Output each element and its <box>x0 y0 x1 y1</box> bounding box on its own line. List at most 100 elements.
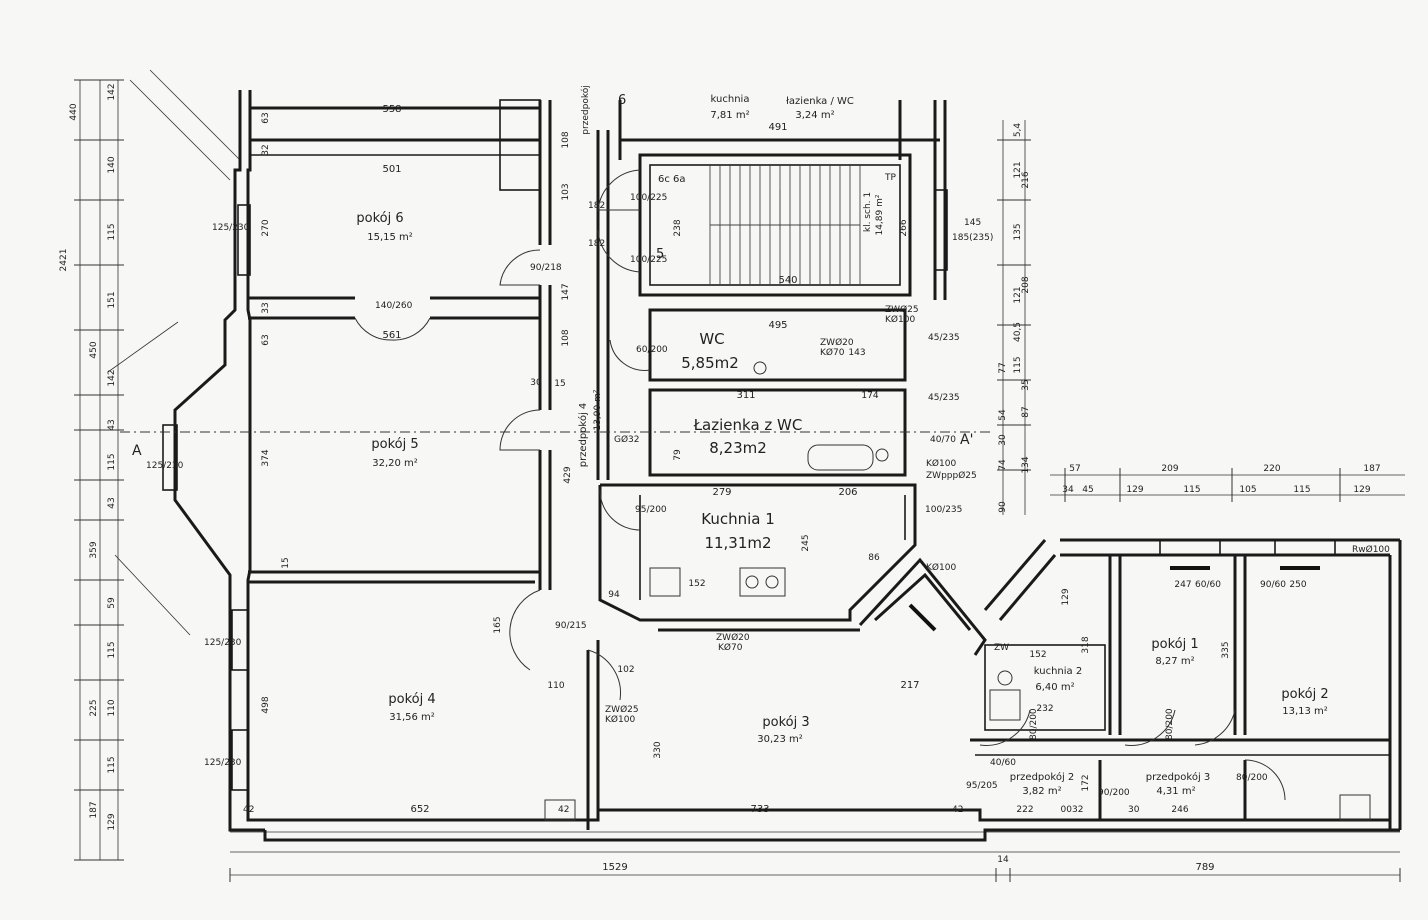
room-name-przedpokoj-top: przedpokój <box>580 85 591 135</box>
label-kw2: KØ70 <box>820 347 845 358</box>
dim-652: 652 <box>410 804 429 815</box>
room-area-klatka: 14,89 m² <box>875 194 885 235</box>
dim-r57: 57 <box>1069 464 1080 474</box>
room-name-kuchnia2: kuchnia 2 <box>1034 666 1082 677</box>
dim-door-90-60: 90/60 <box>1260 580 1286 590</box>
dim-door-140-260: 140/260 <box>375 301 413 311</box>
dim-232: 232 <box>1036 704 1053 714</box>
dimension-labels: 1529 789 14 42 652 42 733 42 222 30 246 … <box>59 83 1390 873</box>
dim-door-80-200b: 80/200 <box>1165 708 1175 740</box>
dim-right-35: 35 <box>1021 379 1031 390</box>
room-name-lazienka-top: łazienka / WC <box>786 96 854 107</box>
dim-door-80-200c: 80/200 <box>1236 773 1268 783</box>
room-name-pokoj5: pokój 5 <box>371 437 418 452</box>
dim-right-87: 87 <box>1021 406 1031 417</box>
dim-r34: 34 <box>1062 485 1074 495</box>
dim-right-74: 74 <box>998 459 1008 471</box>
dim-door-90-200: 90/200 <box>1098 788 1130 798</box>
dim-v33: 33 <box>261 302 271 313</box>
dim-v79: 79 <box>673 449 683 461</box>
dimension-lines <box>74 69 1405 882</box>
dim-left-142b: 142 <box>107 369 117 386</box>
dim-right-121a: 121 <box>1013 161 1023 178</box>
room-area-pokoj4: 31,56 m² <box>389 712 435 723</box>
dim-r129a: 129 <box>1126 485 1143 495</box>
room-name-kuchnia-top: kuchnia <box>711 94 750 105</box>
dim-v15b: 15 <box>281 557 291 568</box>
dim-v108b: 108 <box>561 329 571 346</box>
room-area-pokoj5: 32,20 m² <box>372 458 418 469</box>
section-marker-left: A <box>132 443 142 459</box>
dim-r115b: 115 <box>1293 485 1310 495</box>
dim-right-30: 30 <box>998 434 1008 446</box>
room-name-pokoj2: pokój 2 <box>1281 687 1328 702</box>
room-area-przedpokoj4: 13,90 m² <box>593 389 603 430</box>
dim-right-121b: 121 <box>1013 286 1023 303</box>
dim-door-182a: 182 <box>588 201 605 211</box>
dim-v330: 330 <box>653 741 663 758</box>
dim-110: 110 <box>547 681 564 691</box>
door-swings <box>354 169 1286 801</box>
dim-v374: 374 <box>261 449 271 466</box>
label-kw4: KØ70 <box>718 642 743 653</box>
dim-door-100-225a: 100/225 <box>630 193 667 203</box>
dim-102: 102 <box>617 665 634 675</box>
dim-v172: 172 <box>1081 774 1091 791</box>
dim-v30: 30 <box>530 378 542 388</box>
dim-r105: 105 <box>1239 485 1256 495</box>
dim-r129b: 129 <box>1353 485 1370 495</box>
dim-311: 311 <box>736 390 755 401</box>
dim-door-60-60: 60/60 <box>1195 580 1221 590</box>
dim-v108a: 108 <box>561 131 571 148</box>
room-area-przedpokoj3: 4,31 m² <box>1156 786 1195 797</box>
dim-left-151: 151 <box>107 291 117 308</box>
room-area-pokoj1: 8,27 m² <box>1155 656 1194 667</box>
dim-143: 143 <box>848 348 865 358</box>
dim-42a: 42 <box>243 805 254 815</box>
tp-label: TP <box>884 173 896 183</box>
dim-win-c: 125/230 <box>204 638 242 648</box>
dim-win-145: 145 <box>964 218 981 228</box>
dim-222: 222 <box>1016 805 1033 815</box>
dim-door-60-200: 60/200 <box>636 345 668 355</box>
dim-30: 30 <box>1128 805 1140 815</box>
dim-r115a: 115 <box>1183 485 1200 495</box>
dim-right-135: 135 <box>1013 223 1023 240</box>
dim-174: 174 <box>861 391 878 401</box>
dim-door-100-235: 100/235 <box>925 505 962 515</box>
dim-left-115d: 115 <box>107 756 117 773</box>
dim-left-2421: 2421 <box>59 249 69 272</box>
dim-v238: 238 <box>673 219 683 236</box>
room-area-kuchnia1: 11,31m2 <box>704 534 771 552</box>
dim-door-40-70: 40/70 <box>930 435 956 445</box>
dim-495: 495 <box>768 320 787 331</box>
dim-v270: 270 <box>261 219 271 236</box>
dim-door-100-225b: 100/225 <box>630 255 667 265</box>
room-area-pokoj2: 13,13 m² <box>1282 706 1328 717</box>
label-kw1: KØ100 <box>885 314 915 325</box>
room-area-lazienka-top: 3,24 m² <box>795 110 834 121</box>
label-zw3: ZWØ25 <box>605 704 639 715</box>
dim-v129c: 129 <box>1061 588 1071 605</box>
dim-left-115a: 115 <box>107 223 117 240</box>
dim-v335: 335 <box>1221 641 1231 658</box>
walls <box>120 90 1402 842</box>
room-labels: pokój 6 15,15 m² pokój 5 32,20 m² pokój … <box>356 85 1328 797</box>
dim-right-77: 77 <box>998 362 1008 373</box>
dim-561: 561 <box>382 330 401 341</box>
room-name-pokoj3: pokój 3 <box>762 715 809 730</box>
dim-0032: 0032 <box>1061 805 1084 815</box>
label-zw4: ZWØ20 <box>716 632 750 643</box>
marker-6: 6 <box>618 93 626 108</box>
dim-right-5-4: 5,4 <box>1013 123 1023 138</box>
dim-v15a: 15 <box>554 379 565 389</box>
dim-250: 250 <box>1289 580 1306 590</box>
label-kw3: KØ100 <box>605 714 635 725</box>
label-rw: RwØ100 <box>1352 544 1390 555</box>
dim-r45: 45 <box>1082 485 1093 495</box>
dim-501: 501 <box>382 164 401 175</box>
dim-left-59: 59 <box>107 597 117 609</box>
dim-246: 246 <box>1171 805 1188 815</box>
room-name-kuchnia1: Kuchnia 1 <box>701 510 775 528</box>
